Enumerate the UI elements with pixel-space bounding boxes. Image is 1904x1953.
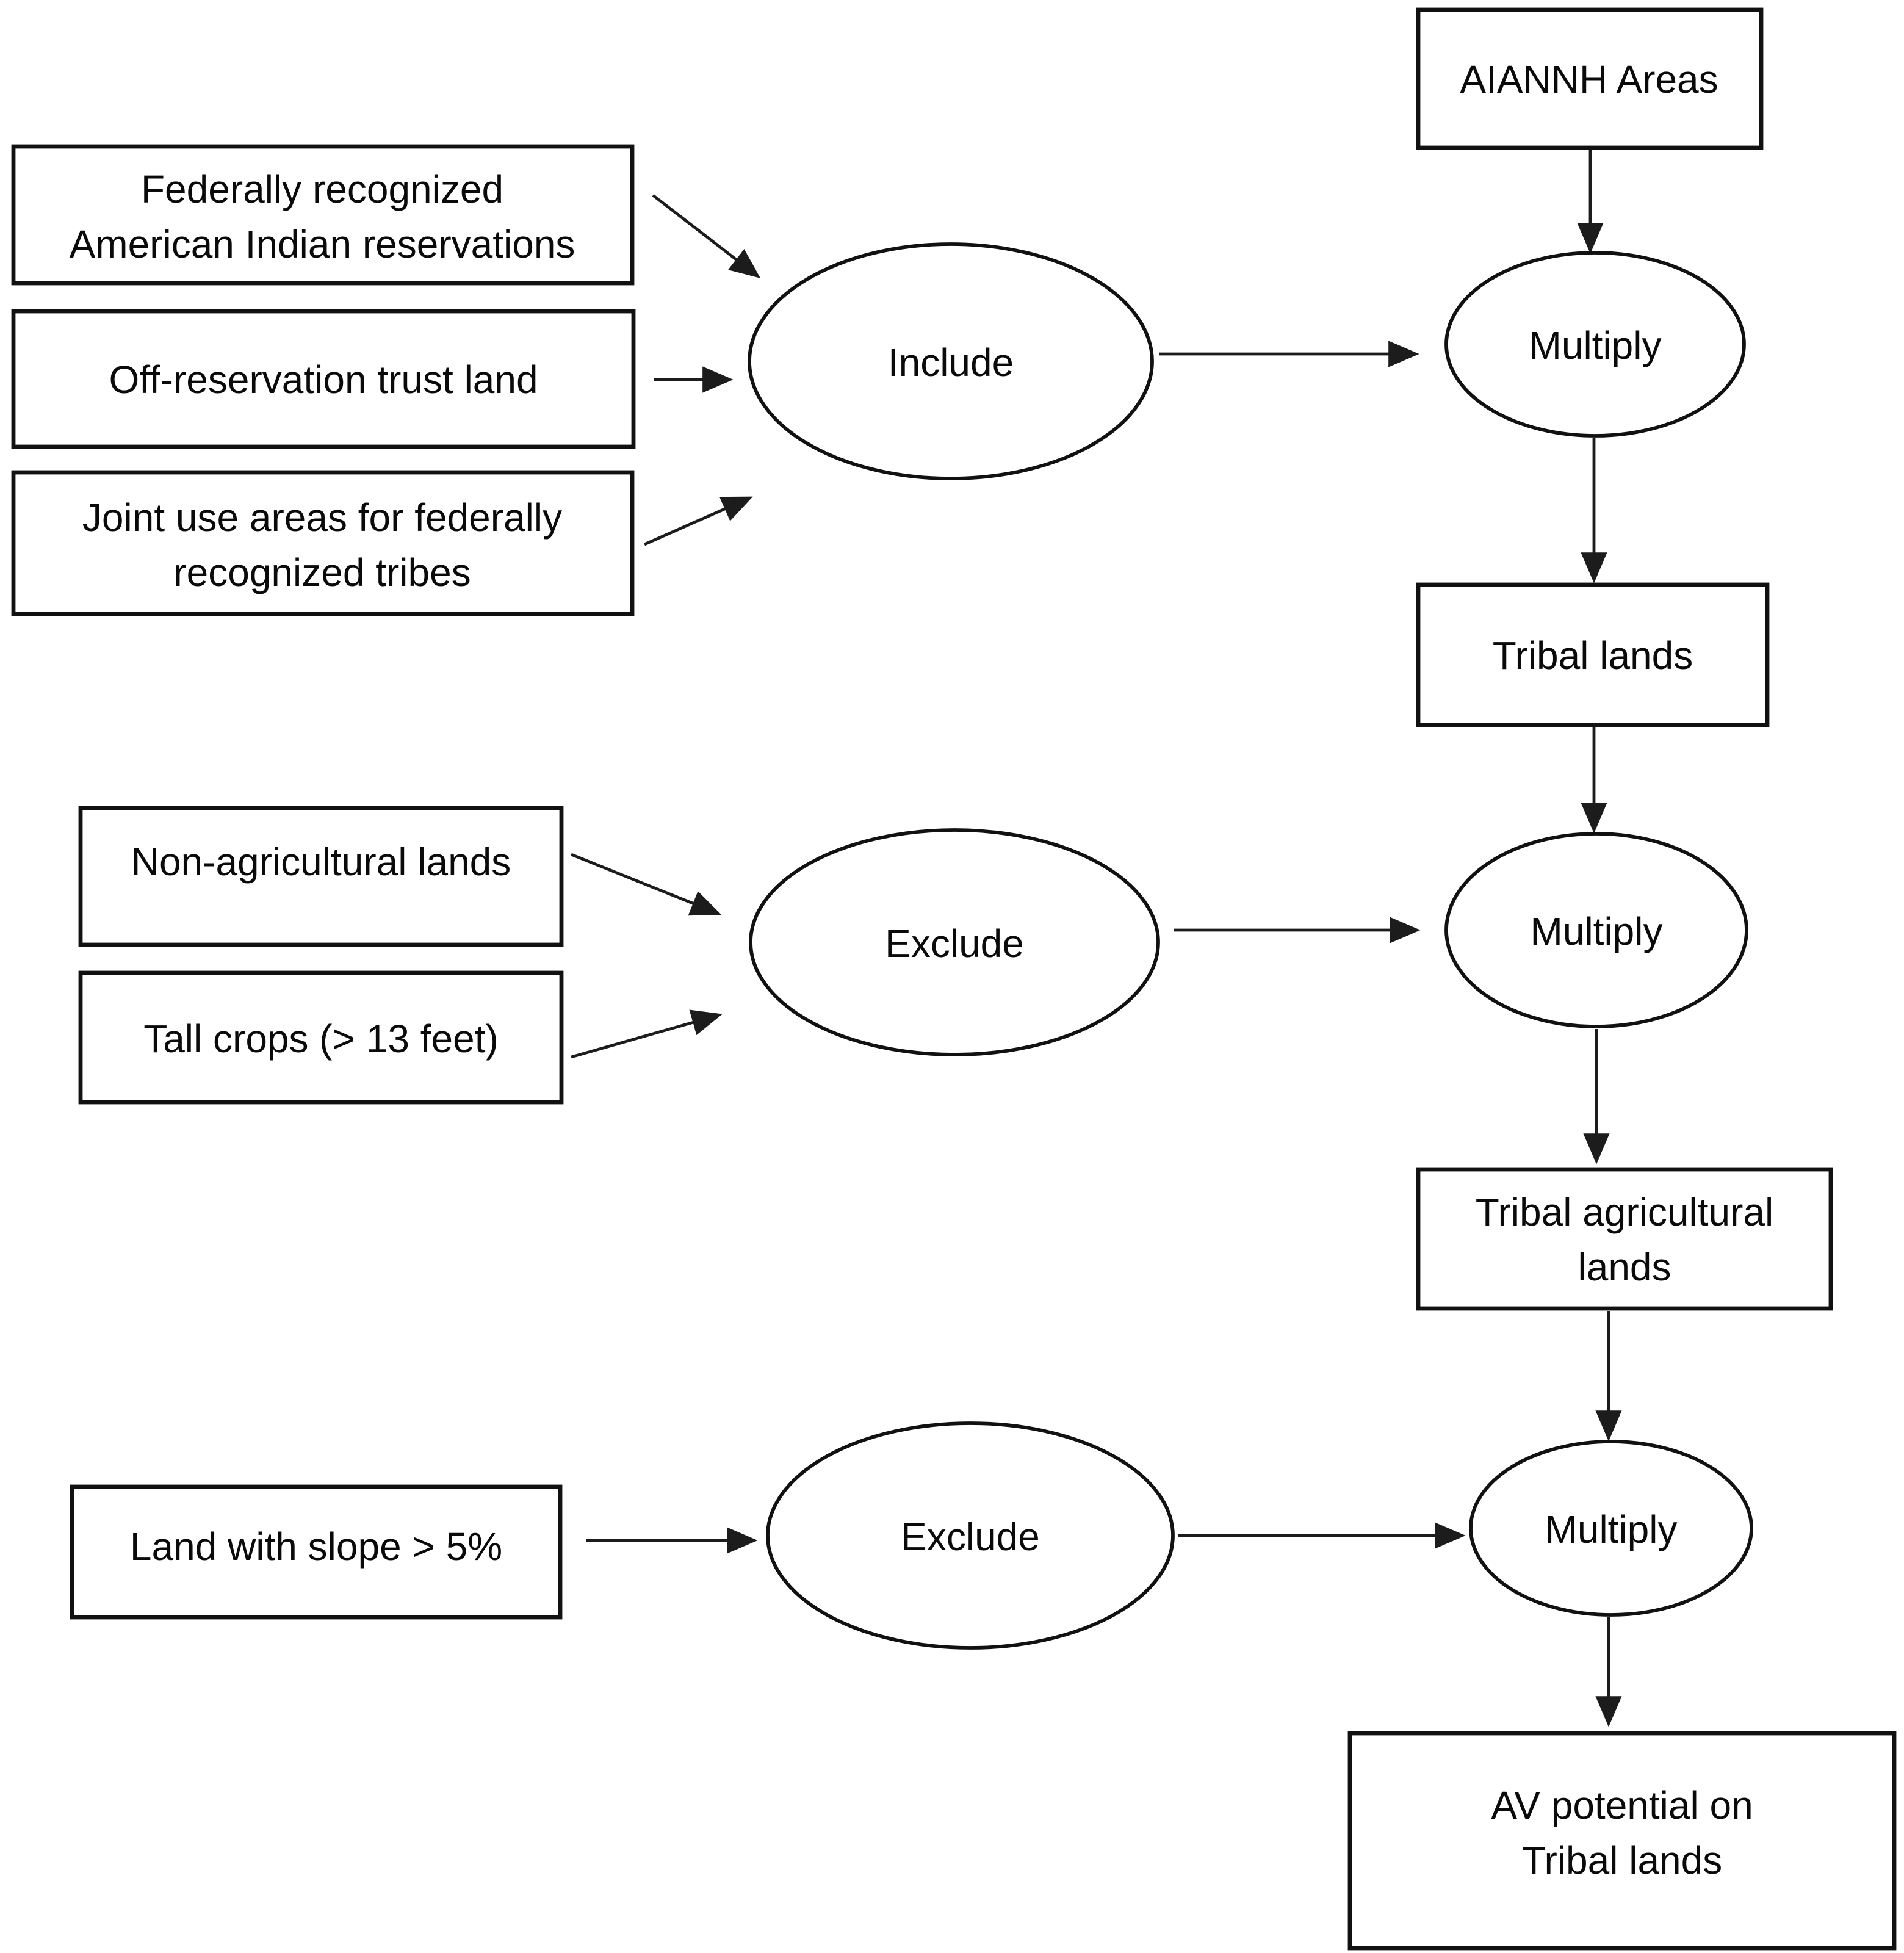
non-agricultural-label: Non-agricultural lands: [131, 840, 511, 884]
node-multiply-3: Multiply: [1469, 1440, 1753, 1617]
arrow-federally-recognized-to-include: [652, 194, 761, 278]
off-reservation-label: Off-reservation trust land: [109, 358, 538, 402]
exclude-2-label: Exclude: [901, 1515, 1040, 1559]
non-agricultural-box: [78, 806, 564, 947]
node-off-reservation-trust-land: Off-reservation trust land: [11, 309, 636, 449]
exclude-1-label: Exclude: [885, 922, 1024, 966]
node-exclude-2: Exclude: [766, 1421, 1175, 1650]
joint-use-label-line2: recognized tribes: [173, 551, 471, 594]
joint-use-label-line1: Joint use areas for federally: [82, 496, 562, 540]
node-exclude-1: Exclude: [749, 828, 1160, 1056]
include-label: Include: [888, 341, 1014, 384]
multiply-1-ellipse: [1444, 251, 1746, 438]
node-tribal-agricultural-lands: Tribal agricultural lands: [1416, 1167, 1833, 1311]
av-potential-box: [1347, 1731, 1897, 1951]
aiannh-areas-label: AIANNH Areas: [1460, 57, 1718, 101]
node-tribal-lands: Tribal lands: [1416, 582, 1770, 727]
tribal-agricultural-label-line1: Tribal agricultural: [1476, 1190, 1773, 1234]
node-federally-recognized: Federally recognized American Indian res…: [11, 144, 635, 286]
include-ellipse: [748, 242, 1154, 480]
multiply-2-ellipse: [1444, 832, 1748, 1028]
land-slope-label: Land with slope > 5%: [130, 1525, 502, 1569]
node-multiply-2: Multiply: [1444, 832, 1748, 1028]
tall-crops-label: Tall crops (> 13 feet): [143, 1017, 499, 1061]
arrow-non-agricultural-to-exclude-1: [571, 853, 722, 916]
multiply-3-ellipse: [1469, 1440, 1753, 1617]
tribal-agricultural-box: [1416, 1167, 1833, 1311]
tribal-lands-box: [1416, 582, 1770, 727]
node-aiannh-areas: AIANNH Areas: [1416, 7, 1764, 150]
node-land-with-slope: Land with slope > 5%: [70, 1484, 563, 1620]
node-non-agricultural-lands: Non-agricultural lands: [78, 806, 564, 947]
land-slope-box: [70, 1484, 563, 1620]
arrow-joint-use-to-include: [644, 496, 753, 546]
node-joint-use-areas: Joint use areas for federally recognized…: [11, 470, 635, 616]
exclude-2-ellipse: [766, 1421, 1175, 1650]
node-av-potential: AV potential on Tribal lands: [1347, 1731, 1897, 1951]
exclude-1-ellipse: [749, 828, 1160, 1056]
joint-use-box: [11, 470, 635, 616]
off-reservation-box: [11, 309, 636, 449]
multiply-2-label: Multiply: [1531, 909, 1663, 953]
multiply-1-label: Multiply: [1529, 323, 1662, 367]
arrow-tall-crops-to-exclude-1: [571, 1009, 723, 1059]
node-tall-crops: Tall crops (> 13 feet): [78, 970, 564, 1105]
tribal-lands-label: Tribal lands: [1493, 634, 1693, 677]
federally-recognized-label-line2: American Indian reservations: [70, 222, 575, 266]
tall-crops-box: [78, 970, 564, 1105]
node-include: Include: [748, 242, 1154, 480]
aiannh-areas-box: [1416, 7, 1764, 150]
av-potential-label-line1: AV potential on: [1491, 1783, 1753, 1827]
node-multiply-1: Multiply: [1444, 251, 1746, 438]
av-potential-label-line2: Tribal lands: [1522, 1838, 1722, 1882]
multiply-3-label: Multiply: [1545, 1507, 1678, 1551]
federally-recognized-label-line1: Federally recognized: [141, 167, 503, 211]
tribal-agricultural-label-line2: lands: [1578, 1245, 1671, 1289]
edges-layer: [571, 150, 1622, 1727]
federally-recognized-box: [11, 144, 635, 286]
